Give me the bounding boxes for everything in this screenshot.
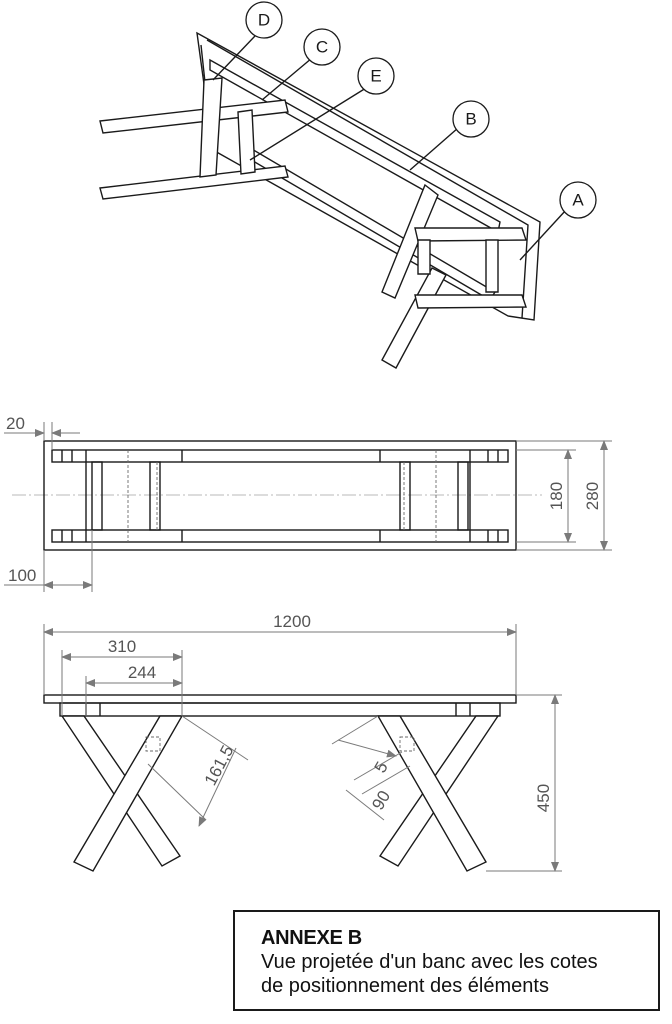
callout-d: D (245, 1, 283, 39)
callout-b: B (452, 100, 490, 138)
left-leg-post (237, 109, 256, 175)
dim-280: 280 (583, 482, 602, 510)
dim-5: 5 (371, 758, 392, 776)
label-d: D (258, 11, 270, 30)
dim-450: 450 (534, 784, 553, 812)
callout-a: A (559, 181, 597, 219)
annex-line-2: de positionnement des éléments (261, 975, 549, 997)
dim-90: 90 (368, 787, 394, 813)
annex-caption-box: ANNEXE B Vue projetée d'un banc avec les… (233, 910, 660, 1011)
seat-outline-top (43, 440, 517, 551)
right-leg-top-bar (414, 227, 527, 242)
dim-20: 20 (6, 414, 25, 433)
dim-1200: 1200 (273, 612, 311, 631)
top-view: 20 100 180 280 (4, 414, 612, 592)
dim-100: 100 (8, 566, 36, 585)
label-e: E (370, 67, 381, 86)
label-a: A (572, 191, 584, 210)
dim-244: 244 (128, 663, 156, 682)
annex-line-1: Vue projetée d'un banc avec les cotes (261, 951, 598, 973)
right-leg-diagonal-2 (381, 267, 447, 369)
left-leg-inner (73, 715, 184, 872)
dim-310: 310 (108, 637, 136, 656)
left-leg-top-bar (99, 99, 289, 134)
annex-description: Vue projetée d'un banc avec les cotes de… (261, 950, 658, 998)
front-view: 1200 310 244 161,5 5 90 450 (43, 612, 562, 872)
left-leg-bottom-bar (99, 165, 289, 200)
callout-e: E (357, 57, 395, 95)
isometric-view: D C E B A (99, 1, 597, 369)
right-leg-diagonal-1 (381, 183, 439, 299)
label-b: B (465, 110, 476, 129)
annex-title: ANNEXE B (261, 927, 362, 949)
right-leg-bottom-bar (414, 294, 527, 309)
right-leg-inner (376, 715, 487, 872)
callout-c: C (303, 28, 341, 66)
seat-front (43, 694, 517, 704)
label-c: C (316, 38, 328, 57)
dim-180: 180 (547, 482, 566, 510)
dim-161-5: 161,5 (201, 742, 238, 788)
